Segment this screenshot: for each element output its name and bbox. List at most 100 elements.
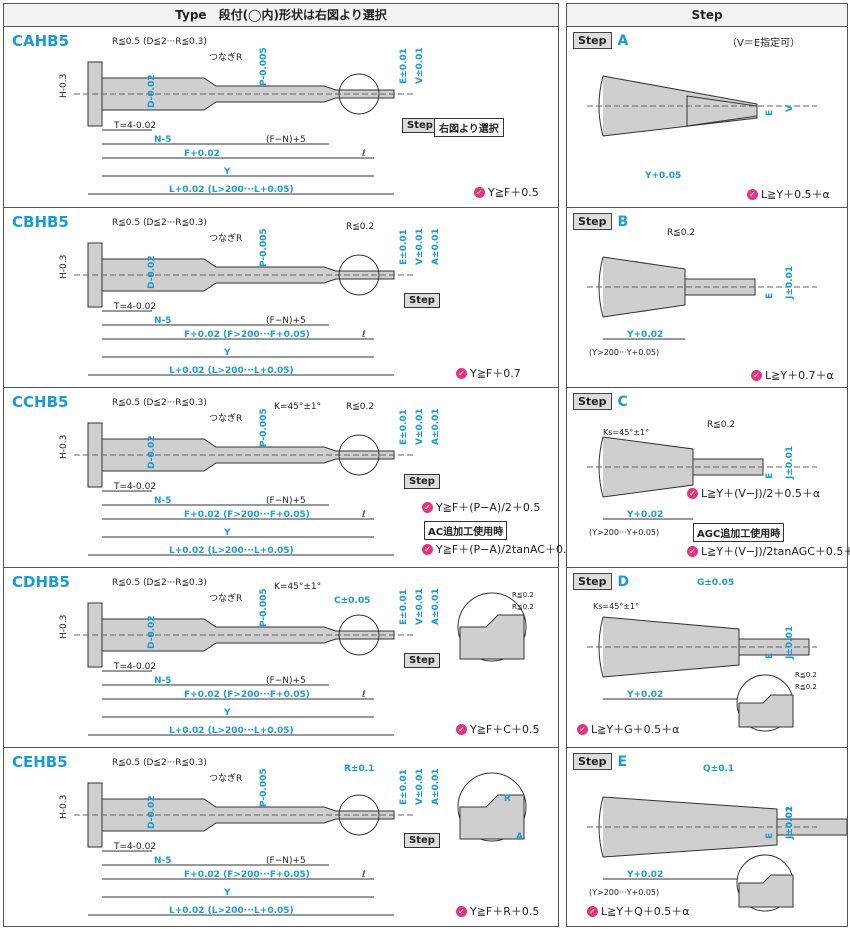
step-tag[interactable]: Step <box>404 833 440 848</box>
ell-dim: ℓ <box>361 330 366 340</box>
type-name: CDHB5 <box>12 573 70 591</box>
formula-text: L≧Y＋G＋0.5＋α <box>591 723 680 736</box>
e-dim: E <box>765 473 775 479</box>
step-detail-circle <box>338 614 380 656</box>
e-dim: E±0.01 <box>399 769 409 805</box>
a-dim: A±0.01 <box>431 768 441 805</box>
step-button[interactable]: Step <box>573 573 612 590</box>
y-alt-dim: (Y>200···Y+0.05) <box>589 348 659 357</box>
l-dim: L+0.02 (L>200···L+0.05) <box>169 726 294 736</box>
y-dim: Y <box>223 348 231 358</box>
r02-note: R≦0.2 <box>707 420 735 430</box>
t-dim: T=4-0.02 <box>113 482 156 492</box>
d-dim: D-0.02 <box>147 255 157 289</box>
e-dim: E±0.01 <box>399 48 409 84</box>
detail-inset <box>457 772 527 842</box>
y-dim: Y+0.02 <box>626 870 663 880</box>
formula-text: Y≧F＋R＋0.5 <box>470 905 540 918</box>
y-dim: Y <box>223 708 231 718</box>
step-drawing: EVY+0.05 <box>587 75 817 181</box>
type-name: CEHB5 <box>12 753 68 771</box>
pin-icon: ✓ <box>422 543 433 555</box>
r-note: R≦0.5 (D≦2···R≦0.3) <box>112 37 207 47</box>
j-dim: J±0.01 <box>785 266 795 300</box>
type-name: CBHB5 <box>12 213 69 231</box>
type-header: Type 段付(◯内)形状は右図より選択 <box>4 4 558 27</box>
pin-icon: ✓ <box>687 545 698 557</box>
step-formula: ✓L≧Y＋0.7＋α <box>751 367 834 383</box>
step-letter: A <box>617 32 629 49</box>
step-label: Step B <box>573 213 628 230</box>
e-dim: E <box>765 833 775 839</box>
y-dim: Y+0.02 <box>626 690 663 700</box>
e-dim: E±0.01 <box>399 409 409 445</box>
fn-dim: (F−N)+5 <box>266 856 306 866</box>
step-button[interactable]: Step <box>573 32 612 49</box>
y-dim: Y+0.05 <box>644 171 681 181</box>
step-tag[interactable]: Step <box>404 474 440 489</box>
a-dim: A±0.01 <box>431 408 441 445</box>
fn-dim: (F−N)+5 <box>266 496 306 506</box>
fn-dim: (F−N)+5 <box>266 135 306 145</box>
step-button[interactable]: Step <box>573 753 612 770</box>
ks45-note: Ks=45°±1° <box>593 602 639 611</box>
ks45-note: Ks=45°±1° <box>603 428 649 437</box>
ac-label: AC追加工使用時 <box>424 521 508 540</box>
e-dim: E±0.01 <box>399 229 409 265</box>
step-tip <box>684 278 756 296</box>
f-dim: F+0.02 (F>200···F+0.05) <box>184 870 310 880</box>
step-tag[interactable]: Step <box>402 118 438 133</box>
l-dim: L+0.02 (L>200···L+0.05) <box>169 185 294 195</box>
detail-inset <box>457 592 527 662</box>
q-note: Q±0.1 <box>703 764 734 774</box>
formula-text: L≧Y＋0.5＋α <box>761 188 830 201</box>
step-detail-circle <box>338 794 380 836</box>
d-dim: D-0.02 <box>147 74 157 108</box>
tsunagi-r: つなぎR <box>209 772 242 784</box>
formula-text: L≧Y＋(V−J)/2tanAGC＋0.5＋α <box>701 545 850 558</box>
h-dim: H-0.3 <box>59 74 69 98</box>
detail-r02b: R≦0.2 <box>795 683 817 691</box>
v-dim: V±0.01 <box>415 408 425 445</box>
step-tag[interactable]: Step <box>404 653 440 668</box>
detail-r: R <box>504 794 511 804</box>
type-formula: ✓Y≧F＋C＋0.5 <box>456 721 539 737</box>
y-dim: Y <box>223 167 231 177</box>
e-dim: E <box>765 653 775 659</box>
k45-note: K=45°±1° <box>274 402 321 412</box>
h-dim: H-0.3 <box>59 615 69 639</box>
type-formula: ✓Y≧F＋R＋0.5 <box>456 903 539 919</box>
step-letter: B <box>617 213 629 230</box>
v-dim: V±0.01 <box>415 588 425 625</box>
step-tag[interactable]: Step <box>404 293 440 308</box>
pin-icon: ✓ <box>474 186 485 198</box>
pin-icon: ✓ <box>422 501 433 513</box>
type-name: CAHB5 <box>12 32 70 50</box>
tsunagi-r: つなぎR <box>209 232 242 244</box>
n-dim: N-5 <box>154 676 172 686</box>
pin-icon: ✓ <box>687 487 698 499</box>
step-button[interactable]: Step <box>573 393 612 410</box>
step-button[interactable]: Step <box>573 213 612 230</box>
ell-dim: ℓ <box>361 149 366 159</box>
step-formula: ✓L≧Y＋Q＋0.5＋α <box>587 903 689 919</box>
type-formula: ✓Y≧F＋0.7 <box>456 365 521 381</box>
step-header: Step <box>567 4 847 27</box>
v-dim: V±0.01 <box>415 768 425 805</box>
a-dim: A±0.01 <box>431 588 441 625</box>
detail-shape <box>738 874 794 908</box>
d-dim: D-0.02 <box>147 795 157 829</box>
v-dim: V <box>785 105 795 112</box>
r01-note: R±0.1 <box>344 764 374 774</box>
